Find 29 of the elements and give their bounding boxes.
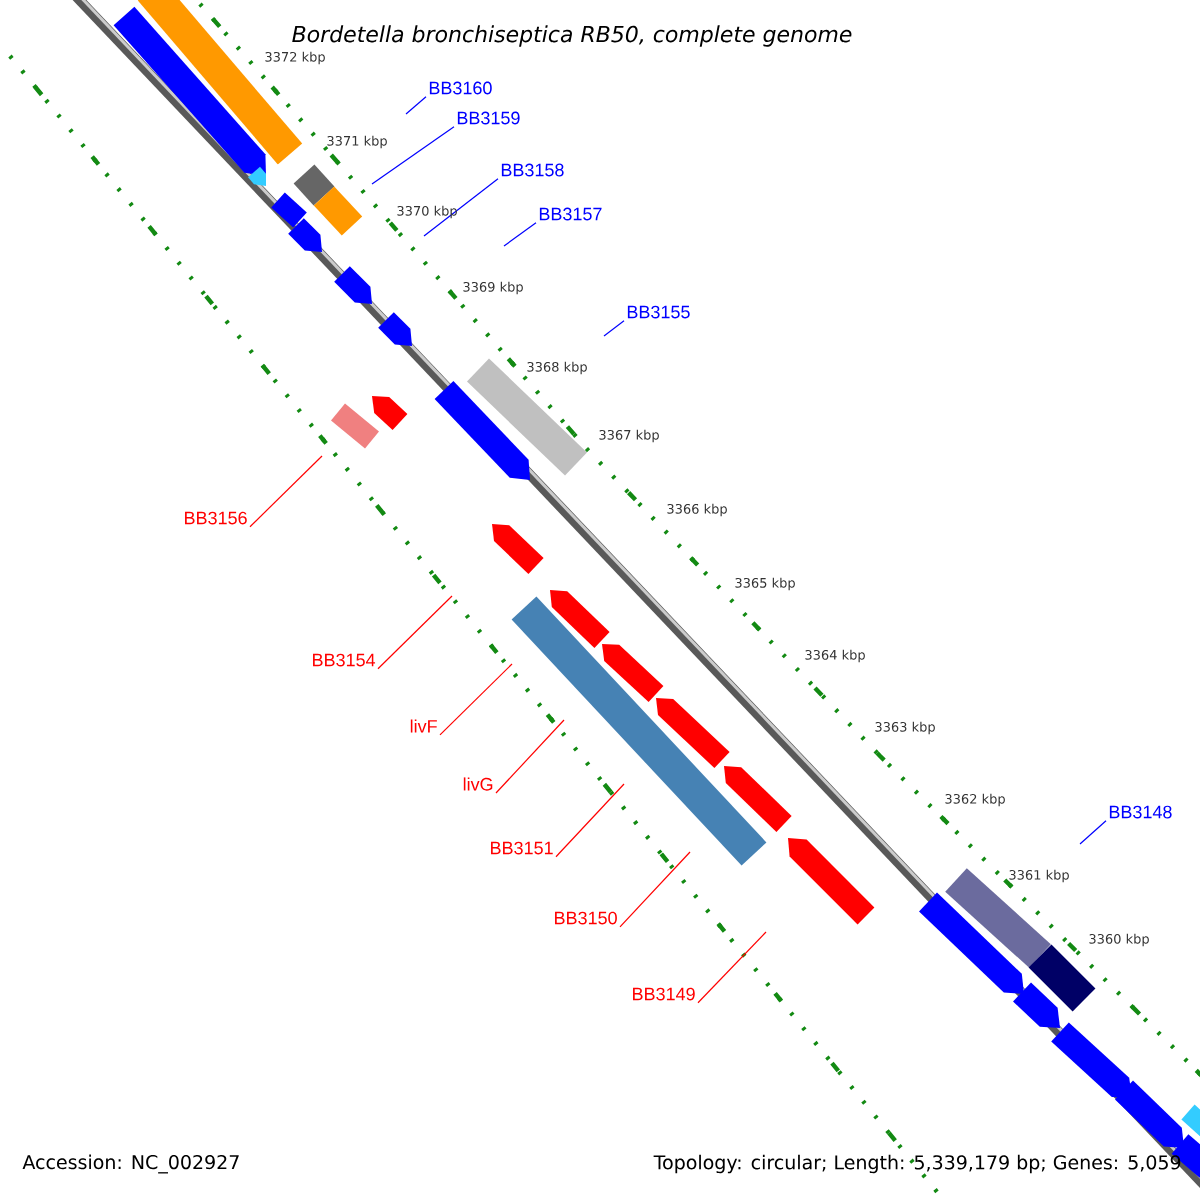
footer-text: Accession: NC_002927 — [22, 1154, 239, 1174]
gene-label: BB3151 — [491, 841, 553, 855]
leader-line — [495, 719, 565, 794]
leader-line — [1079, 820, 1107, 845]
leader-line — [405, 96, 427, 115]
gene-label: BB3155 — [627, 305, 690, 319]
title: Bordetella bronchiseptica RB50, complete genome — [292, 25, 852, 47]
gene-label: BB3159 — [457, 111, 520, 125]
gene-label: livF — [410, 719, 437, 733]
leader-line — [619, 851, 691, 928]
leader-line — [439, 663, 513, 736]
gene-label: BB3149 — [633, 987, 695, 1001]
gene-label: livG — [463, 777, 493, 791]
gene-label: BB3154 — [313, 653, 376, 667]
leader-line — [503, 222, 537, 247]
gene-label: BB3156 — [185, 511, 247, 525]
leader-line — [697, 931, 767, 1004]
gene-label: BB3150 — [555, 911, 617, 925]
gene-label: BB3158 — [501, 163, 564, 177]
leader-line — [423, 178, 499, 237]
leader-line — [377, 595, 453, 670]
gene-label: BB3160 — [429, 81, 492, 95]
gene-label: BB3157 — [539, 207, 602, 221]
gene-label: BB3148 — [1109, 805, 1172, 819]
leader-line — [555, 783, 625, 858]
leader-line — [371, 126, 455, 185]
footer-text: Topology: circular; Length: 5,339,179 bp; Genes: 5,059 — [653, 1154, 1181, 1174]
leader-line — [603, 320, 625, 337]
leader-line — [249, 455, 323, 528]
